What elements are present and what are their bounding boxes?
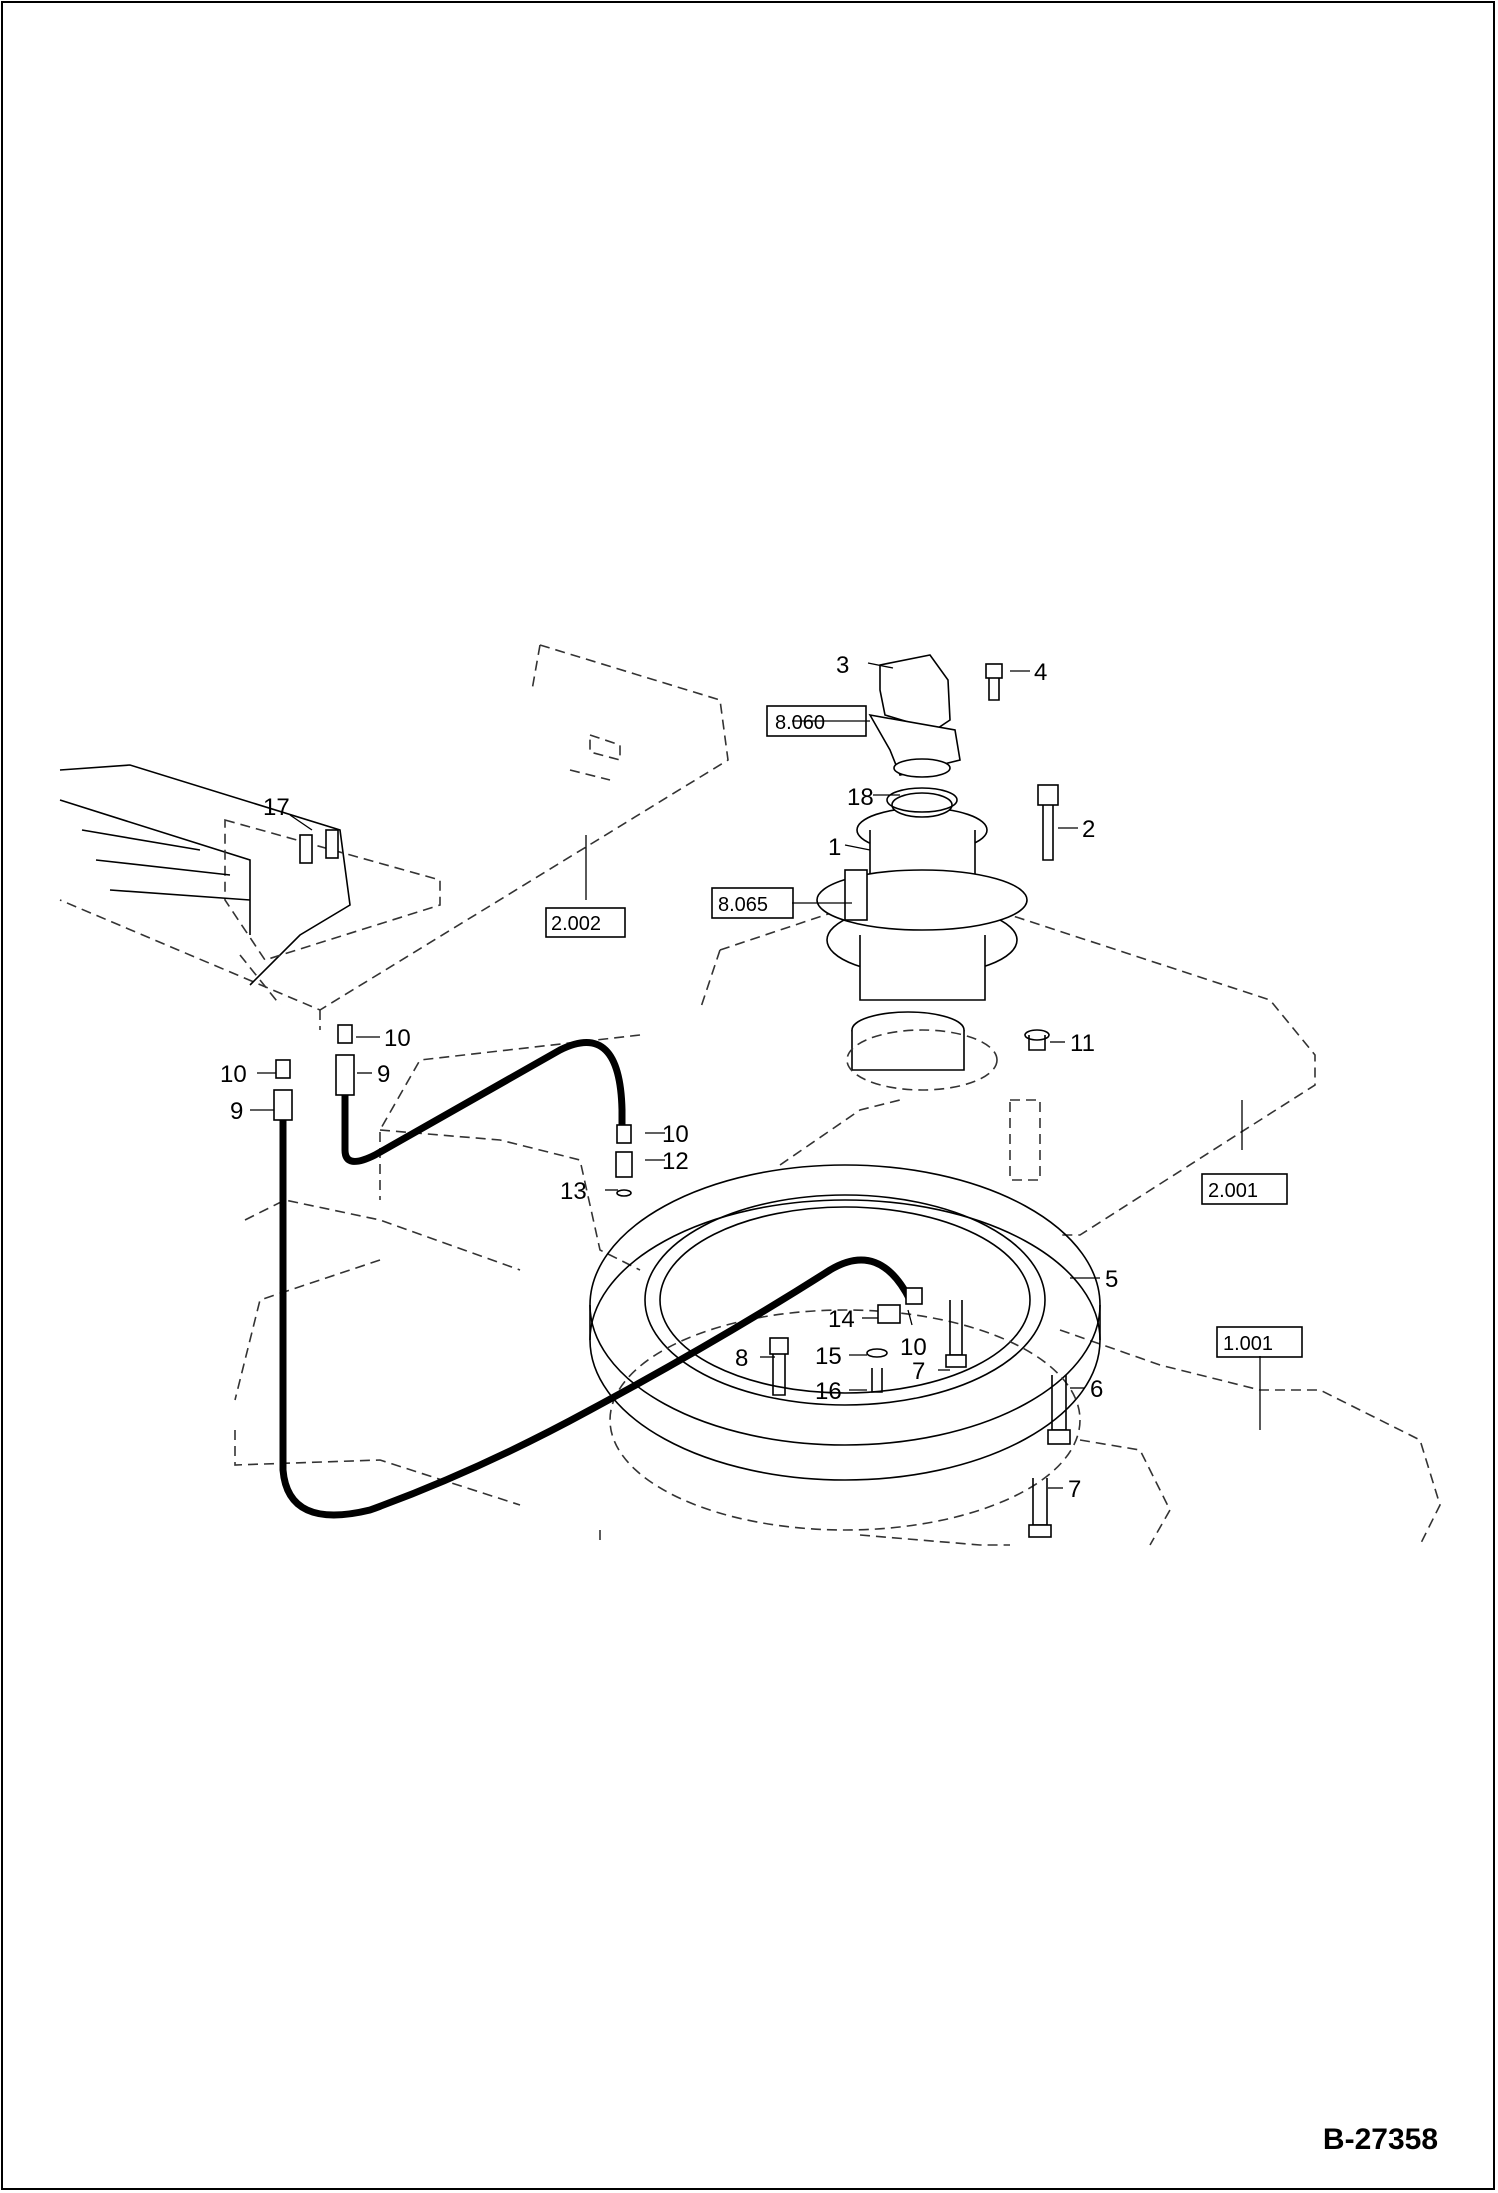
upper-plate-outline <box>59 644 729 1030</box>
callout-10-ring: 10 <box>900 1334 927 1361</box>
svg-text:1.001: 1.001 <box>1223 1333 1273 1355</box>
callout-1: 1 <box>828 834 841 861</box>
callout-2: 2 <box>1082 816 1095 843</box>
ref-box-8060: 8.060 <box>766 705 867 737</box>
callout-12: 12 <box>662 1148 689 1175</box>
callout-3: 3 <box>836 652 849 679</box>
bolt-8 <box>769 1337 789 1396</box>
bolt-7-upper <box>945 1300 967 1368</box>
washer-15-bolt-16 <box>866 1348 888 1393</box>
callout-4: 4 <box>1034 659 1047 686</box>
bolt-2 <box>1037 784 1059 861</box>
ref-box-2002: 2.002 <box>545 907 626 938</box>
slew-gearbox <box>816 792 1028 1091</box>
ref-box-8065: 8.065 <box>711 887 794 919</box>
bolt-7-lower <box>1028 1478 1052 1538</box>
hydraulic-hoses <box>279 1039 914 1519</box>
callout-16: 16 <box>815 1378 842 1405</box>
plug-11 <box>1024 1029 1050 1051</box>
callout-5: 5 <box>1105 1266 1118 1293</box>
callout-10-center: 10 <box>662 1121 689 1148</box>
bolt-4 <box>985 663 1003 701</box>
callout-7-upper: 7 <box>912 1358 925 1385</box>
callout-11: 11 <box>1070 1030 1095 1057</box>
callout-7-lower: 7 <box>1068 1476 1081 1503</box>
callout-9-upper: 9 <box>377 1061 390 1088</box>
frame-outlines <box>234 899 1441 1546</box>
ref-box-1001: 1.001 <box>1216 1326 1303 1358</box>
svg-text:8.065: 8.065 <box>718 894 768 916</box>
svg-text:2.001: 2.001 <box>1208 1180 1258 1202</box>
svg-text:2.002: 2.002 <box>551 913 601 935</box>
callout-15: 15 <box>815 1343 842 1370</box>
callout-13: 13 <box>560 1178 587 1205</box>
ref-box-2001: 2.001 <box>1201 1173 1288 1205</box>
callout-18: 18 <box>847 784 874 811</box>
callout-6: 6 <box>1090 1376 1103 1403</box>
callout-9-left: 9 <box>230 1098 243 1125</box>
callout-14: 14 <box>828 1306 855 1333</box>
leader-lines <box>250 662 1261 1489</box>
slewing-ring <box>589 1164 1101 1531</box>
callout-17: 17 <box>263 794 290 821</box>
drawing-number: B-27358 <box>1322 2123 1438 2156</box>
callout-10-upper: 10 <box>384 1025 411 1052</box>
swing-motor <box>868 654 961 813</box>
svg-text:8.060: 8.060 <box>775 712 825 734</box>
bolt-6 <box>1047 1375 1071 1445</box>
fittings <box>273 829 923 1324</box>
callout-8: 8 <box>735 1345 748 1372</box>
callout-10-left: 10 <box>220 1061 247 1088</box>
